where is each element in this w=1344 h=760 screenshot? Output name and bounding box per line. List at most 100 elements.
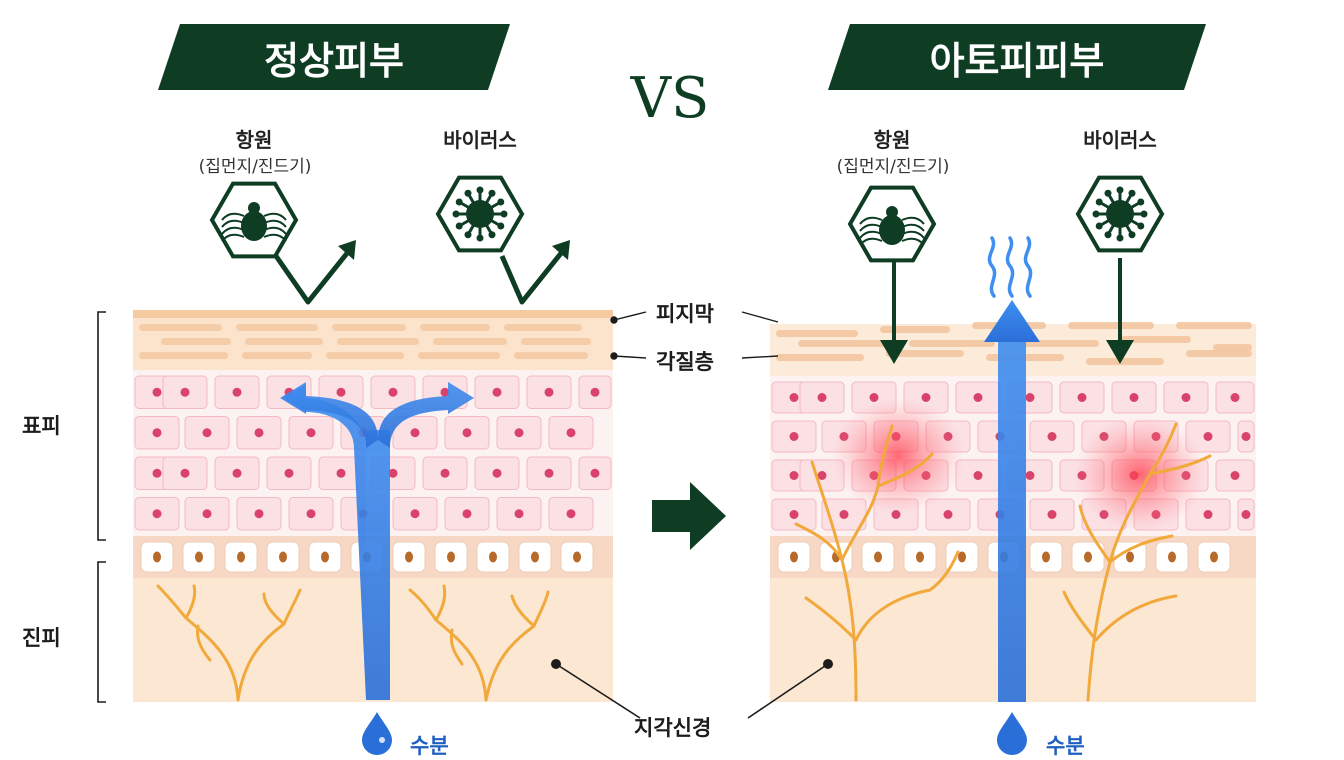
cell-nucleus (180, 468, 190, 478)
virus-spike-tip (488, 231, 496, 239)
basal-cells-left (140, 541, 594, 573)
corneum-flake (798, 340, 887, 347)
cell-nucleus (492, 468, 502, 478)
corneum-flake (1086, 358, 1164, 365)
mite-icon (209, 181, 299, 259)
virus-icon (435, 175, 525, 253)
sensory-nerves-right (794, 422, 1212, 702)
mite-leg (263, 233, 287, 242)
cell-nucleus (284, 468, 294, 478)
virus-spike (466, 213, 482, 236)
cell-nucleus (1230, 471, 1240, 480)
down-arrow-icon (880, 340, 908, 364)
virus-spike (1106, 192, 1122, 215)
corneum-flake (418, 352, 500, 359)
virus-spike (1119, 200, 1142, 216)
basal-nucleus (489, 551, 497, 563)
cell-nucleus (789, 393, 799, 402)
cell-nucleus (1181, 393, 1191, 402)
basal-nucleus (874, 551, 882, 563)
cell-nucleus (973, 471, 983, 480)
sebum-film-label: 피지막 (656, 302, 714, 326)
mite-leg (859, 230, 883, 239)
cell-nucleus (544, 387, 554, 397)
dermis-label: 진피 (22, 626, 61, 650)
cell-nucleus (462, 509, 472, 519)
corneum-flake (139, 352, 228, 359)
mite-leg (263, 226, 287, 235)
virus-spike-tip (497, 198, 505, 206)
cell-nucleus (336, 387, 346, 397)
mite-icon-right (847, 185, 937, 263)
cell-nucleus (388, 468, 398, 478)
virus-spike (479, 200, 502, 216)
cell-nucleus (1230, 393, 1240, 402)
cell-nucleus (1047, 510, 1057, 519)
cell-nucleus (180, 387, 190, 397)
sebum-film-left (133, 310, 613, 318)
virus-spike-tip (1128, 189, 1136, 197)
corneum-flake (1186, 350, 1252, 357)
basal-nucleus (153, 551, 161, 563)
mite-leg (221, 233, 245, 242)
virus-spike-tip (1128, 231, 1136, 239)
corneum-flake (332, 324, 406, 331)
cell-nucleus (789, 432, 799, 441)
inflammation-right (1074, 416, 1206, 532)
virus-spike-tip (464, 189, 472, 197)
virus-spike (1098, 212, 1121, 228)
virus-spike (1118, 213, 1134, 236)
down-arrow-icon-2 (1106, 340, 1134, 364)
corneum-flake (776, 330, 858, 337)
corneum-flake (433, 338, 507, 345)
corneum-flake (514, 352, 588, 359)
region-brackets (97, 311, 106, 703)
allergen-label-left: 항원 (235, 128, 273, 152)
mite-leg (221, 212, 245, 221)
virus-spike-tip (1092, 210, 1100, 218)
normal-skin-title: 정상피부 (158, 24, 510, 90)
corneum-flake (880, 326, 950, 333)
basal-nucleus (321, 551, 329, 563)
mite-leg (901, 216, 925, 225)
moisture-label-right: 수분 (1046, 734, 1085, 758)
mite-leg (901, 223, 925, 232)
epidermal-cells-left (134, 375, 612, 531)
virus-label-right: 바이러스 (1083, 128, 1157, 152)
cell-nucleus (1077, 393, 1087, 402)
corneum-flake (886, 350, 964, 357)
cell-nucleus (254, 428, 264, 438)
water-drop-icon-right (997, 712, 1027, 755)
corneum-flake (1068, 322, 1154, 329)
virus-spike-tip (1095, 198, 1103, 206)
mite-head (248, 202, 260, 214)
corneum-flake (245, 338, 323, 345)
cell-nucleus (789, 471, 799, 480)
corneum-flake (776, 354, 864, 361)
virus-spike-tip (464, 231, 472, 239)
normal-skin-panel (133, 310, 641, 755)
moisture-arrow-right (998, 338, 1026, 702)
mite-leg (263, 212, 287, 221)
cell-nucleus (254, 509, 264, 519)
cell-nucleus (1025, 471, 1035, 480)
corneum-flake (161, 338, 231, 345)
virus-spike (466, 192, 482, 215)
virus-spike-tip (455, 222, 463, 230)
cell-nucleus (921, 393, 931, 402)
virus-spike-tip (500, 210, 508, 218)
cell-nucleus (306, 428, 316, 438)
allergen-label-right: 항원 (873, 128, 911, 152)
virus-spike-tip (1095, 222, 1103, 230)
cell-nucleus (817, 471, 827, 480)
cell-nucleus (336, 468, 346, 478)
virus-spike (1106, 213, 1122, 236)
inflammation-left (832, 398, 964, 514)
cell-nucleus (789, 510, 799, 519)
cell-nucleus (973, 393, 983, 402)
cell-nucleus (544, 468, 554, 478)
cell-nucleus (462, 428, 472, 438)
cell-nucleus (839, 510, 849, 519)
virus-spike-tip (476, 186, 484, 194)
